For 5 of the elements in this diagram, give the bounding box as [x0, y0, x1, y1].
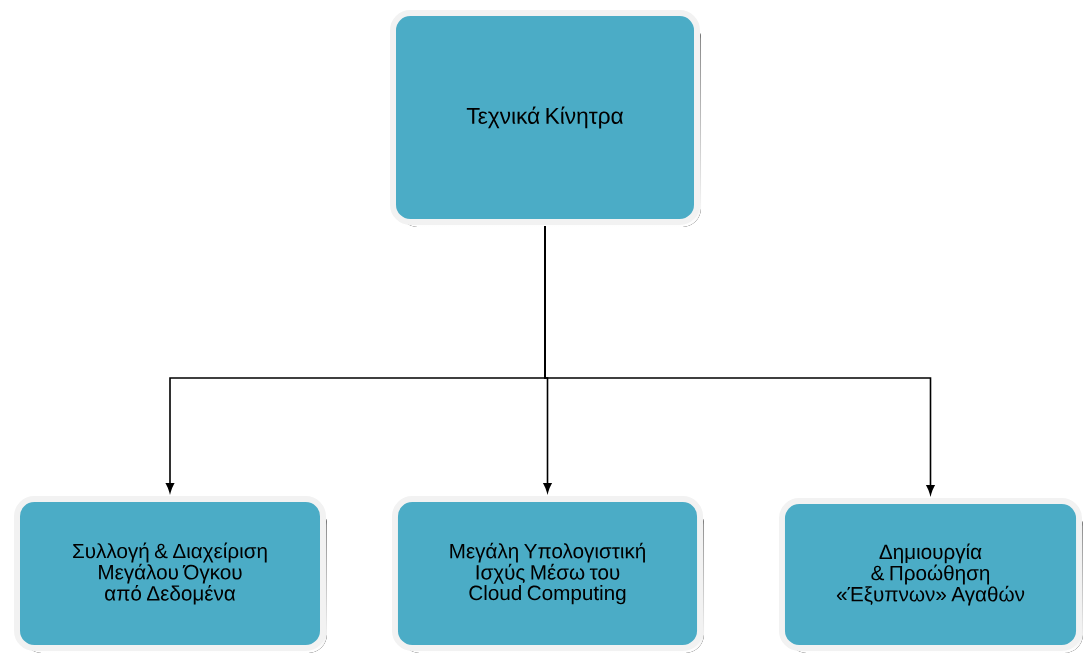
process-box: Δημιουργία & Προώθηση «Έξυπνων» Αγαθών: [778, 498, 1083, 653]
process-box: Συλλογή & Διαχείριση Μεγάλου Όγκου από Δεδομένα: [14, 495, 327, 653]
process-box: Μεγάλη Υπολογιστική Ισχύς Μέσω του Cloud Computing: [391, 495, 704, 653]
arrow: [544, 225, 935, 495]
process-box: Τεχνικά Κίνητρα: [390, 9, 701, 227]
